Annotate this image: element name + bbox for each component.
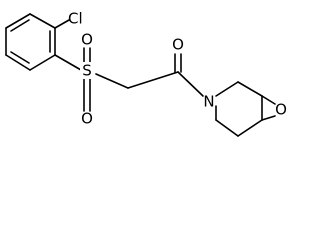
- bond-morph-5: [215, 119, 239, 137]
- atom-label-o-sulfonyl-top: O: [81, 31, 93, 49]
- bond-morph-o-top: [261, 95, 276, 105]
- bond-c-n: [177, 71, 204, 97]
- bond-morph-4: [237, 119, 263, 137]
- bond-ring-5: [29, 54, 56, 71]
- atom-label-o-morpholine: O: [275, 101, 287, 119]
- atom-bg-o-morpholine: [275, 102, 288, 118]
- bond-ring-cl: [54, 19, 70, 29]
- bond-ring-4-inner: [10, 51, 30, 64]
- atom-bg-s: [80, 62, 94, 79]
- bond-morph-2: [237, 81, 263, 97]
- bond-s-ch2: [95, 73, 129, 89]
- atom-label-n: N: [203, 93, 214, 111]
- bond-ring-1: [29, 13, 56, 29]
- atom-labels: Cl S O O O N O: [68, 10, 288, 128]
- morpholine-oxygen-bonds: [261, 95, 276, 121]
- atom-label-cl: Cl: [68, 10, 83, 28]
- bond-ring-2: [5, 13, 31, 29]
- structure-diagram: Cl S O O O N O: [5, 10, 288, 137]
- bond-ring-4: [5, 54, 31, 71]
- atom-label-s: S: [82, 62, 92, 80]
- bond-ring-s: [54, 54, 82, 71]
- bond-ch2-c: [127, 71, 179, 89]
- atom-label-o-sulfonyl-bottom: O: [81, 110, 93, 128]
- bond-morph-1: [215, 81, 239, 97]
- bond-morph-o-bottom: [261, 115, 276, 121]
- bond-ring-2-inner: [10, 19, 30, 32]
- atom-label-o-carbonyl: O: [172, 36, 184, 54]
- bonds: [5, 13, 263, 137]
